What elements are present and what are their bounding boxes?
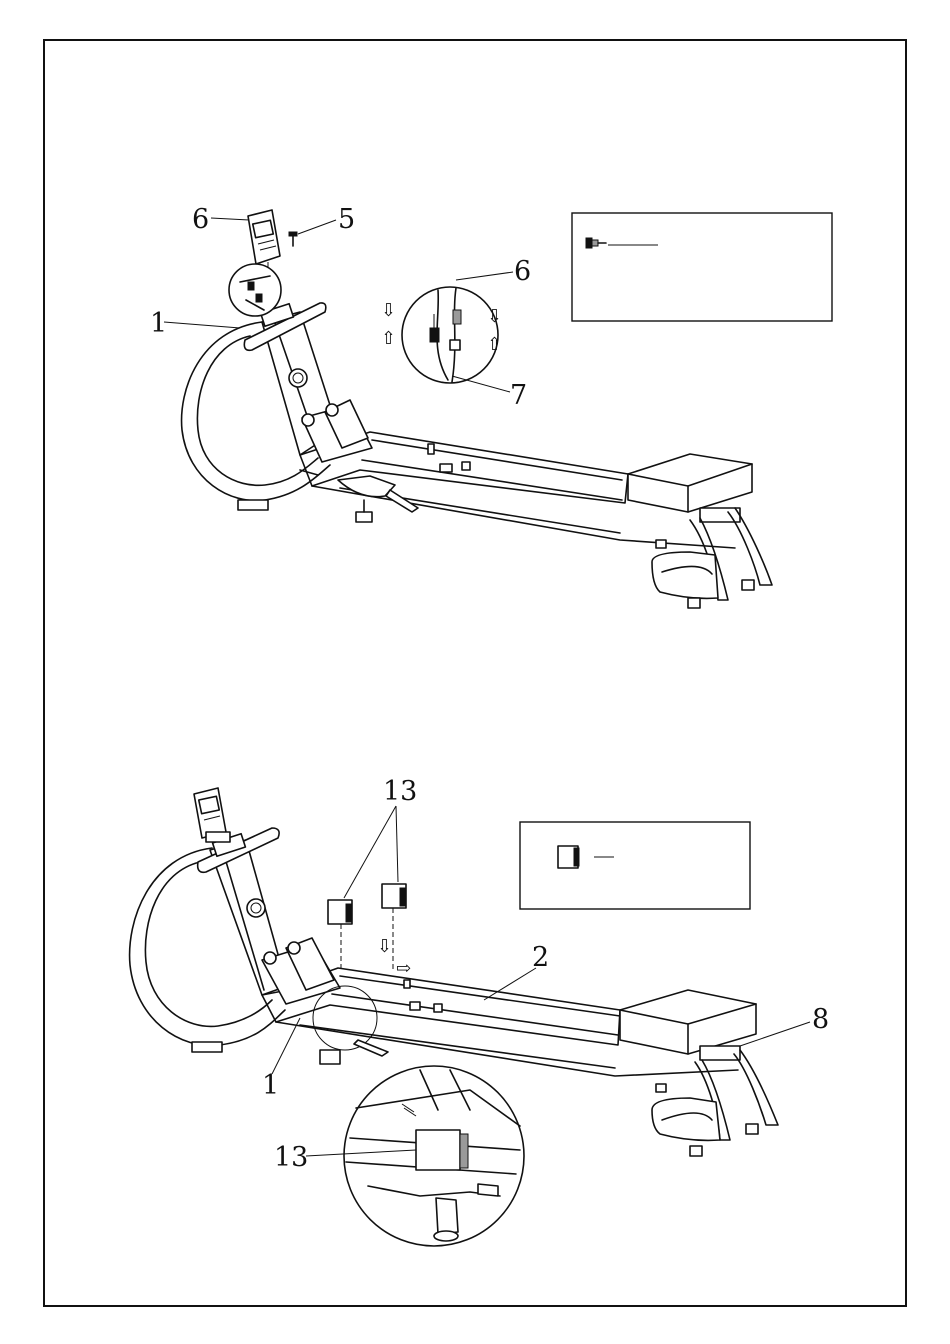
rower-frame-loop-2	[130, 848, 285, 1052]
parts-box-top	[572, 213, 832, 321]
cover-block-left	[328, 900, 352, 968]
down-arrow-icon: ⇩	[381, 300, 396, 321]
console-2	[194, 788, 230, 842]
screw-part	[289, 232, 297, 246]
callout-rail: 2	[532, 942, 549, 973]
rear-support	[652, 508, 772, 608]
console-detail-circle	[229, 264, 281, 316]
cover-block-icon	[558, 846, 579, 868]
down-arrow-icon: ⇩	[487, 306, 502, 327]
down-arrow-icon: ⇩	[377, 936, 392, 957]
step-bottom-illustration: ⇩ ⇨ 13 2 8 1 13	[130, 776, 830, 1246]
step-top-illustration: ⇩ ⇧ ⇩ ⇧ 6 5 1 6 7	[150, 204, 772, 608]
callout-screw: 5	[338, 204, 355, 235]
footrests	[302, 400, 372, 462]
callout-rear-foot: 8	[812, 1004, 829, 1035]
screw-icon	[586, 238, 606, 248]
callout-cable-upper: 6	[514, 256, 531, 287]
callout-detail-cover: 13	[274, 1142, 308, 1173]
callout-frame-2: 1	[262, 1070, 279, 1101]
flywheel-housing-2	[320, 1040, 388, 1064]
seat-2	[620, 990, 756, 1060]
cable-detail-circle	[402, 287, 498, 383]
callout-covers: 13	[383, 776, 417, 807]
parts-box-bottom	[520, 822, 750, 909]
footrests-2	[262, 938, 340, 1004]
rear-support-2	[652, 1050, 778, 1156]
seat	[628, 454, 752, 522]
callout-console: 6	[192, 204, 209, 235]
right-arrow-icon: ⇨	[396, 958, 411, 979]
callout-frame: 1	[150, 308, 167, 339]
callout-cable-lower: 7	[510, 380, 527, 411]
cover-detail-circle	[344, 1066, 524, 1246]
up-arrow-icon: ⇧	[381, 328, 396, 349]
up-arrow-icon: ⇧	[487, 334, 502, 355]
